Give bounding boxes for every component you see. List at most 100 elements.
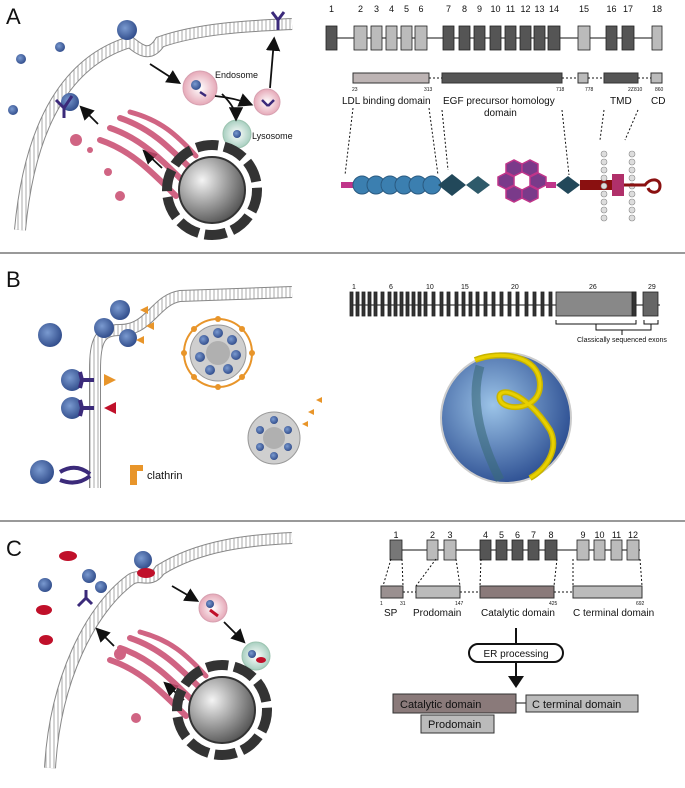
exon-box: [468, 291, 473, 317]
gene-structure-b: [349, 291, 660, 317]
exon-box: [483, 291, 488, 317]
endosome-label: Endosome: [215, 70, 258, 80]
endosome-c: [198, 593, 228, 623]
exon-box: [533, 25, 546, 51]
er-processing: ER processing: [468, 628, 564, 688]
domain-number: 860: [655, 87, 664, 93]
exon-box: [405, 291, 410, 317]
exon-box: [495, 539, 508, 561]
exon-box: [361, 291, 366, 317]
exon-box: [473, 25, 486, 51]
exon-box: [458, 25, 471, 51]
domain-number: 313: [424, 87, 433, 93]
exon-box: [540, 291, 545, 317]
exon-number: 3: [447, 530, 452, 540]
clathrin-legend: clathrin: [130, 465, 182, 485]
ldl-particles-a: [8, 20, 137, 115]
exon-box: [373, 291, 378, 317]
tmd-box: [603, 72, 639, 84]
lysosome-c: [241, 641, 271, 671]
exon-box: [548, 291, 553, 317]
exon-box: [576, 539, 590, 561]
domain-number: 147: [455, 601, 464, 607]
processed-products: Catalytic domain C terminal domain Prodo…: [392, 693, 639, 734]
exon-box: [385, 25, 398, 51]
product-c-terminal-box: [525, 694, 639, 713]
exon-box: [443, 539, 457, 561]
exon-number: 7: [446, 4, 451, 14]
exon-box: [532, 291, 537, 317]
exon-number: 4: [389, 4, 394, 14]
exon-number: 8: [548, 530, 553, 540]
exon-box: [325, 25, 338, 51]
exon-number: 29: [648, 284, 656, 291]
domain-number: 718: [556, 87, 565, 93]
exon-box: [431, 291, 436, 317]
domain-number: 23: [352, 87, 358, 93]
cd-label: CD: [651, 96, 665, 107]
exon-number: 2: [430, 530, 435, 540]
ldl-particle: [55, 42, 65, 52]
exon-box: [417, 291, 422, 317]
exon-number: 13: [534, 4, 544, 14]
projection-lines-a: [344, 107, 639, 176]
exon-box: [439, 291, 444, 317]
product-catalytic-label: Catalytic domain: [400, 699, 481, 711]
domain-number: 692: [636, 601, 645, 607]
exon-box: [491, 291, 496, 317]
sp-box: [380, 585, 404, 599]
tmd-label: TMD: [610, 96, 632, 107]
exon-box: [631, 291, 637, 317]
lysosome-label: Lysosome: [252, 131, 293, 141]
exon-box: [547, 25, 561, 51]
exon-box: [593, 539, 606, 561]
exon-number: 12: [520, 4, 530, 14]
receptor: [54, 95, 74, 118]
exon-box: [387, 291, 392, 317]
panel-b-label: B: [6, 267, 21, 292]
exon-number: 1: [352, 284, 356, 291]
exon-box: [515, 291, 520, 317]
exon-box: [411, 291, 416, 317]
exon-box: [610, 539, 623, 561]
panel-b: B: [6, 267, 667, 488]
panel-a-label: A: [6, 4, 21, 29]
exon-box: [489, 25, 502, 51]
exon-box: [507, 291, 512, 317]
exon-number: 1: [393, 530, 398, 540]
exon-number: 2: [358, 4, 363, 14]
ldl-receptors-a: [54, 11, 286, 118]
cell-membrane-b: [89, 286, 293, 488]
exon-box: [524, 291, 529, 317]
exon-box: [423, 291, 428, 317]
egf-domain-label-2: domain: [484, 108, 517, 119]
exon-box: [400, 25, 413, 51]
exon-box: [527, 539, 540, 561]
exon-box: [446, 291, 451, 317]
exon-box: [370, 25, 383, 51]
receptors-b: [30, 300, 154, 485]
ldl-particle: [8, 105, 18, 115]
panel-c: C: [6, 530, 654, 769]
exon-number: 9: [580, 530, 585, 540]
domain-number: 425: [549, 601, 558, 607]
exon-box: [414, 25, 428, 51]
exon-number: 10: [490, 4, 500, 14]
exon-box: [399, 291, 404, 317]
exon-number: 6: [515, 530, 520, 540]
domain-number: 2Z: [628, 87, 634, 93]
exon-box: [442, 25, 455, 51]
exon-box: [651, 25, 663, 51]
exon-numbers-b: 1 6 10 15 20 26 29: [352, 284, 656, 291]
domain-number: 1: [380, 601, 383, 607]
exon-number: 9: [477, 4, 482, 14]
product-prodomain-label: Prodomain: [428, 719, 481, 731]
exon-number: 3: [374, 4, 379, 14]
pcsk9-particles: [36, 551, 155, 645]
exon-number: 5: [404, 4, 409, 14]
exon-number: 1: [329, 4, 334, 14]
ldl-particle: [117, 20, 137, 40]
